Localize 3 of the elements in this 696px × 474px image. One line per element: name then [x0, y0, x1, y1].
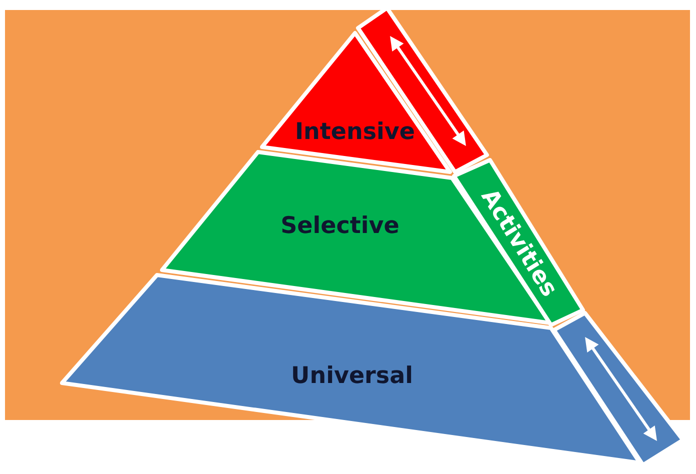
tier-label: Universal [291, 363, 413, 389]
tier-label: Selective [280, 213, 400, 239]
tier-label: Intensive [294, 119, 416, 145]
